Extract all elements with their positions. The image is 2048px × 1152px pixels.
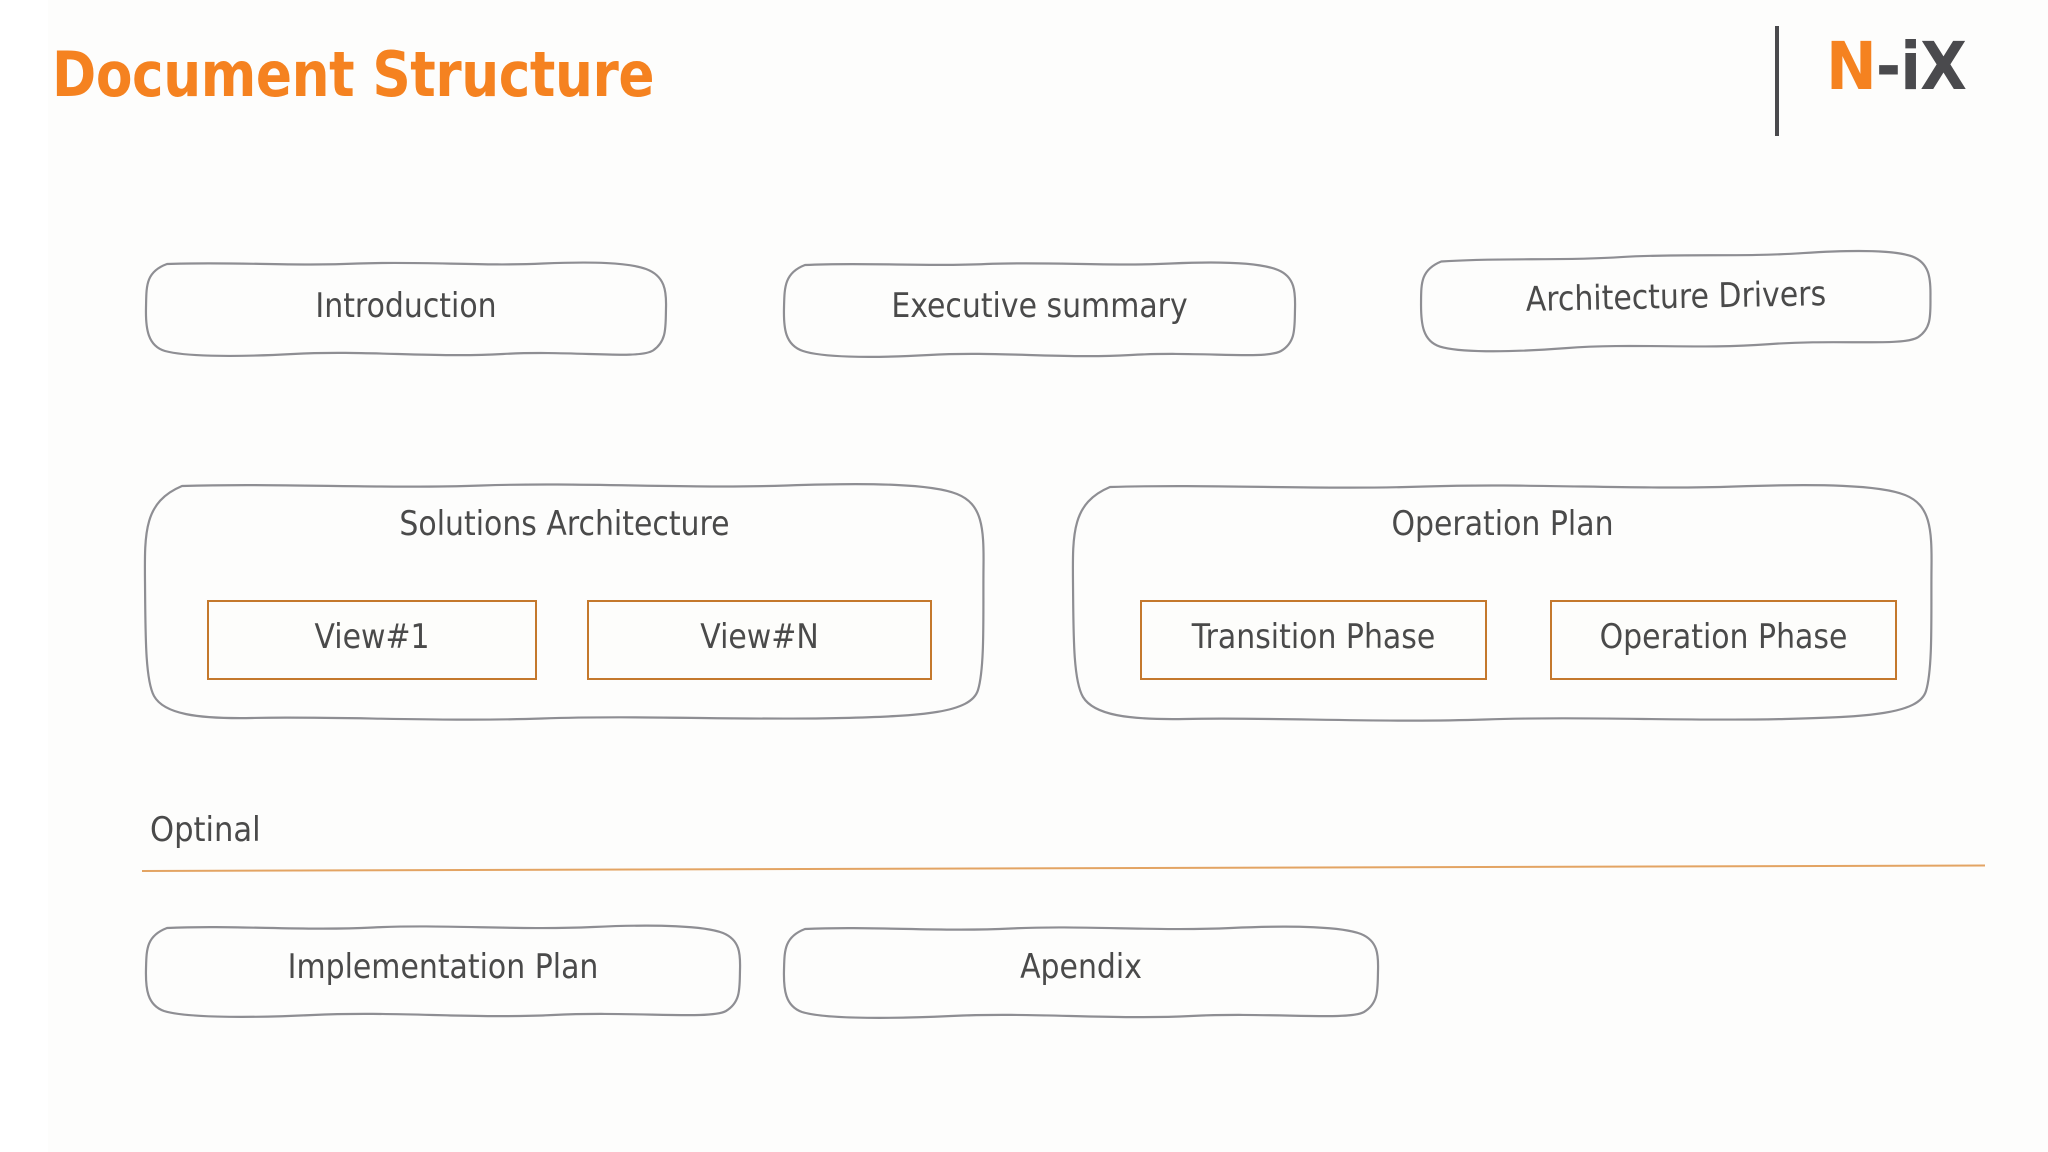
slide-background xyxy=(48,0,2048,1152)
sketchy-outline-icon xyxy=(1419,249,1932,353)
page-title: Document Structure xyxy=(52,38,655,111)
nix-logo: N-iX xyxy=(1826,28,1967,105)
section-label: Executive summary xyxy=(891,285,1188,326)
phase-box-operation[interactable]: Operation Phase xyxy=(1550,600,1897,680)
phase-label: Transition Phase xyxy=(1191,617,1436,657)
group-title: Operation Plan xyxy=(1391,504,1614,544)
section-label: Implementation Plan xyxy=(287,947,599,987)
section-box-implementation-plan[interactable]: Implementation Plan xyxy=(143,924,743,1018)
group-box-operation-plan[interactable]: Operation Plan xyxy=(1070,482,1935,722)
sketchy-outline-icon xyxy=(144,924,742,1018)
section-box-architecture-drivers[interactable]: Architecture Drivers xyxy=(1417,247,1935,353)
group-title: Solutions Architecture xyxy=(399,504,730,544)
sketchy-outline-icon xyxy=(1071,484,1933,722)
view-box-view-n[interactable]: View#N xyxy=(587,600,932,680)
group-box-solutions-architecture[interactable]: Solutions Architecture xyxy=(142,482,987,722)
phase-label: Operation Phase xyxy=(1599,617,1848,657)
sketchy-outline-icon xyxy=(782,925,1380,1019)
sketchy-outline-icon xyxy=(782,261,1297,358)
optional-section-heading: Optinal xyxy=(150,810,261,850)
view-label: View#1 xyxy=(314,617,430,657)
phase-box-transition[interactable]: Transition Phase xyxy=(1140,600,1487,680)
logo-divider-icon xyxy=(1775,26,1779,136)
logo-text-ix: -iX xyxy=(1875,28,1967,105)
section-box-introduction[interactable]: Introduction xyxy=(143,261,669,357)
sketchy-outline-icon xyxy=(144,261,668,357)
view-label: View#N xyxy=(700,617,819,657)
section-label: Apendix xyxy=(1020,947,1142,987)
view-box-view-1[interactable]: View#1 xyxy=(207,600,537,680)
sketchy-outline-icon xyxy=(143,483,985,721)
section-box-executive-summary[interactable]: Executive summary xyxy=(781,261,1298,358)
logo-text-n: N xyxy=(1826,28,1877,105)
section-label: Introduction xyxy=(315,285,497,326)
section-box-apendix[interactable]: Apendix xyxy=(781,924,1381,1019)
